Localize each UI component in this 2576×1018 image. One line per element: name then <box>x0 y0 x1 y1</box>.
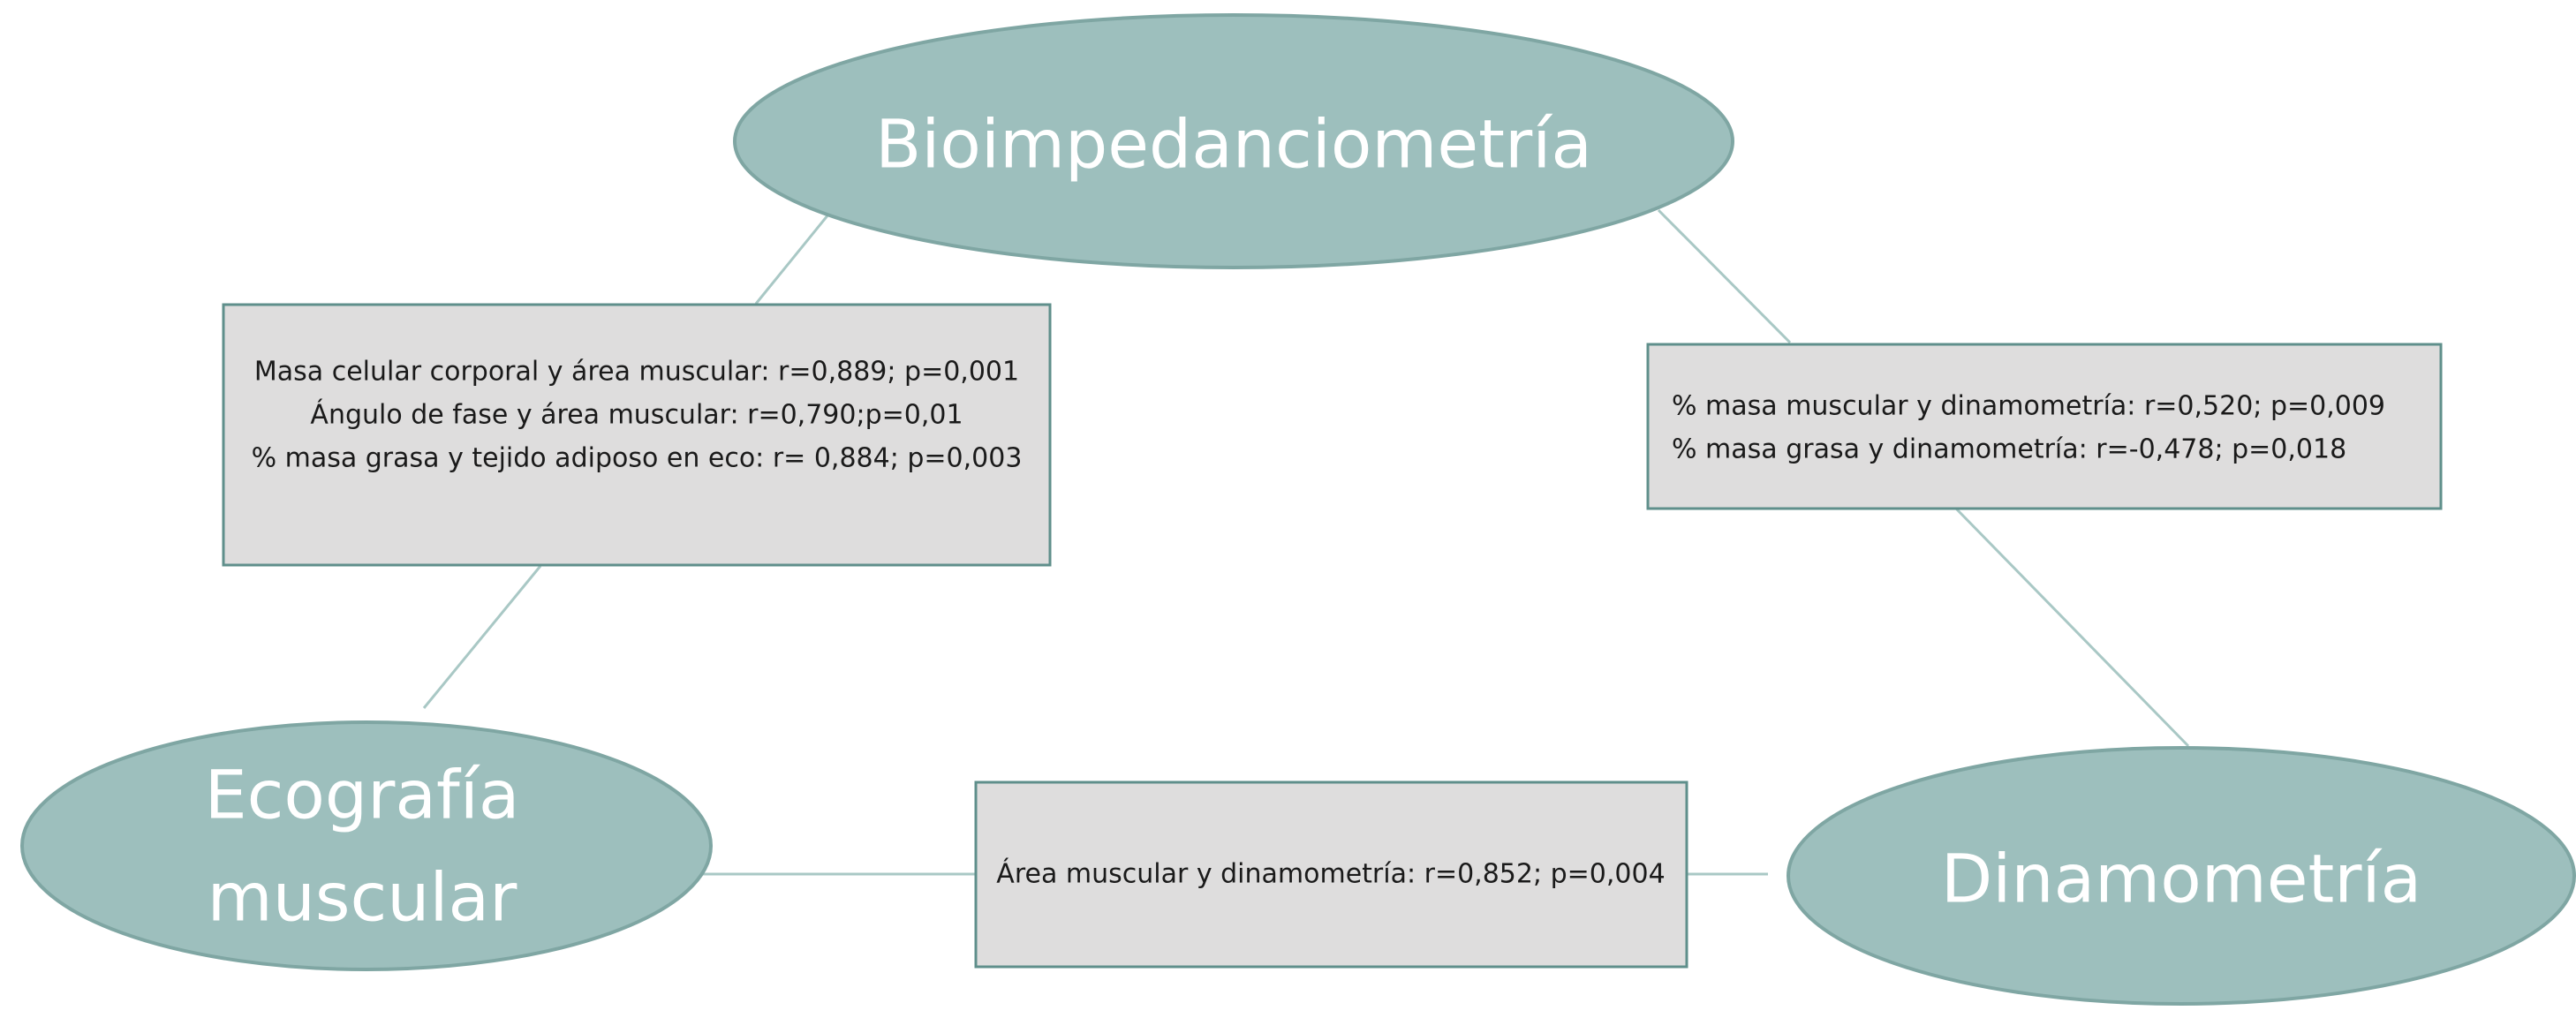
node-ultrasound-label-line1: Ecografía <box>205 756 520 834</box>
node-dynamometry: Dinamometría <box>1787 746 2576 1006</box>
box-eco-dyn-frame <box>974 780 1688 969</box>
box-bio-dyn-line-1: % masa muscular y dinamometría: r=0,520;… <box>1672 391 2385 422</box>
box-eco-dyn-line-1: Área muscular y dinamometría: r=0,852; p… <box>996 858 1665 890</box>
connector-box-right-to-dyn <box>1954 507 2190 748</box>
node-bioimpedance-label: Bioimpedanciometría <box>875 105 1592 184</box>
connector-bio-to-box-right <box>1657 208 1792 344</box>
box-bio-eco-line-2: Ángulo de fase y área muscular: r=0,790;… <box>310 399 963 431</box>
node-ultrasound-shape <box>20 720 713 971</box>
node-dynamometry-label: Dinamometría <box>1941 840 2421 918</box>
node-bioimpedance: Bioimpedanciometría <box>733 13 1734 269</box>
box-bio-dyn-line-2: % masa grasa y dinamometría: r=-0,478; p… <box>1672 434 2346 465</box>
box-bio-eco-line-3: % masa grasa y tejido adiposo en eco: r=… <box>252 443 1023 474</box>
box-bio-eco: Masa celular corporal y área muscular: r… <box>222 303 1052 567</box>
node-bioimpedance-shape <box>733 13 1734 269</box>
box-bio-dyn-frame <box>1646 343 2443 510</box>
box-bio-eco-line-1: Masa celular corporal y área muscular: r… <box>254 357 1019 388</box>
connectors <box>422 208 2190 876</box>
node-dynamometry-shape <box>1787 746 2576 1006</box>
connector-box-left-to-eco <box>422 565 542 709</box>
node-ultrasound-label-line2: muscular <box>208 858 517 937</box>
node-ultrasound: Ecografía muscular <box>20 720 713 971</box>
box-eco-dyn: Área muscular y dinamometría: r=0,852; p… <box>974 780 1688 969</box>
box-bio-eco-frame <box>222 303 1052 567</box>
connector-bio-to-box-left <box>754 214 830 305</box>
box-bio-dyn: % masa muscular y dinamometría: r=0,520;… <box>1646 343 2443 510</box>
